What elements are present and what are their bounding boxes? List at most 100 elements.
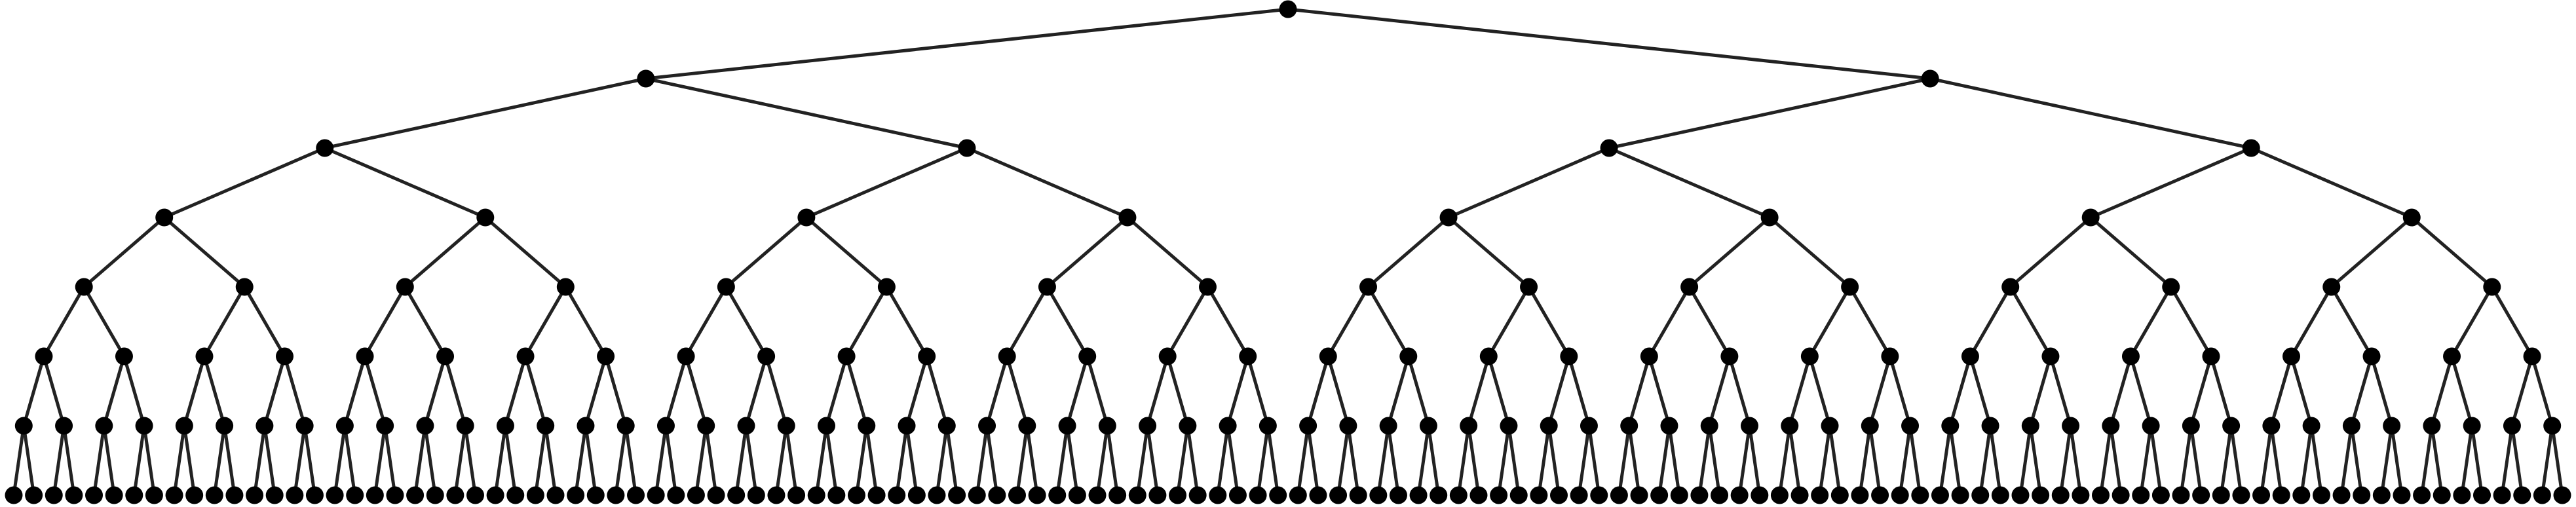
tree-edge <box>1898 425 1912 496</box>
tree-edge <box>404 286 447 358</box>
tree-leaf-node <box>1751 486 1769 504</box>
tree-leaf-node <box>546 486 565 504</box>
tree-edge <box>423 356 447 426</box>
tree-node <box>597 347 615 366</box>
tree-edge <box>945 425 959 496</box>
tree-edge <box>1728 356 1751 426</box>
tree-node <box>476 208 495 227</box>
tree-nodes <box>5 0 2571 504</box>
tree-edge <box>2510 356 2534 426</box>
tree-edge <box>1828 425 1842 496</box>
tree-node <box>1520 278 1538 296</box>
tree-node <box>1861 417 1879 435</box>
tree-edge <box>865 425 879 496</box>
tree-edge <box>1005 356 1029 426</box>
tree-edge <box>1407 356 1430 426</box>
tree-leaf-node <box>1711 486 1729 504</box>
tree-leaf-node <box>2072 486 2090 504</box>
tree-node <box>556 278 575 296</box>
tree-leaf-node <box>1228 486 1247 504</box>
tree-leaf-node <box>2312 486 2330 504</box>
tree-edge <box>1777 425 1792 496</box>
tree-leaf-node <box>246 486 264 504</box>
tree-edge <box>2450 286 2493 358</box>
tree-edge <box>825 425 839 496</box>
tree-edge <box>645 77 968 150</box>
tree-edge <box>2330 216 2413 288</box>
tree-leaf-node <box>125 486 143 504</box>
tree-node <box>1580 417 1598 435</box>
tree-node <box>1439 208 1458 227</box>
tree-node <box>1179 417 1197 435</box>
tree-node <box>777 417 795 435</box>
tree-leaf-node <box>2372 486 2391 504</box>
tree-leaf-node <box>2472 486 2491 504</box>
tree-edge <box>2460 425 2474 496</box>
tree-edge <box>22 425 36 496</box>
tree-leaf-node <box>707 486 725 504</box>
tree-node <box>436 347 455 366</box>
tree-edge <box>2129 356 2153 426</box>
tree-edge <box>1627 356 1651 426</box>
tree-leaf-node <box>1188 486 1207 504</box>
tree-leaf-node <box>1650 486 1669 504</box>
tree-edge <box>1467 356 1490 426</box>
tree-leaf-node <box>1369 486 1388 504</box>
tree-edge <box>2089 216 2172 288</box>
tree-leaf-node <box>286 486 304 504</box>
tree-edge <box>584 356 607 426</box>
tree-leaf-node <box>486 486 504 504</box>
tree-node <box>256 417 274 435</box>
tree-edge <box>83 216 166 288</box>
tree-leaf-node <box>446 486 464 504</box>
tree-edge <box>844 286 888 358</box>
tree-edge <box>814 425 828 496</box>
tree-leaf-node <box>1830 486 1849 504</box>
tree-leaf-node <box>2413 486 2431 504</box>
tree-leaf-node <box>2272 486 2290 504</box>
tree-edge <box>895 425 909 496</box>
tree-edge <box>523 286 567 358</box>
tree-edge <box>1327 286 1370 358</box>
tree-node <box>2041 347 2060 366</box>
tree-edge <box>1487 286 1530 358</box>
tree-node <box>1540 417 1558 435</box>
tree-node <box>175 417 193 435</box>
tree-leaf-node <box>787 486 806 504</box>
tree-edge <box>2009 216 2092 288</box>
tree-edge <box>1367 286 1410 358</box>
tree-node <box>958 139 976 157</box>
tree-node <box>95 417 113 435</box>
tree-node <box>1500 417 1518 435</box>
tree-leaf-node <box>2433 486 2451 504</box>
tree-edge <box>1176 425 1190 496</box>
tree-leaf-node <box>2252 486 2271 504</box>
tree-edge <box>1657 425 1671 496</box>
tree-edge <box>22 356 46 426</box>
tree-edge <box>885 286 928 358</box>
tree-edge <box>1537 425 1551 496</box>
tree-edge <box>614 425 628 496</box>
tree-leaf-node <box>1871 486 1889 504</box>
tree-edge <box>805 146 968 219</box>
tree-edge <box>293 425 307 496</box>
tree-edge <box>83 286 126 358</box>
tree-edge <box>343 356 367 426</box>
tree-edge <box>925 356 949 426</box>
tree-edge <box>404 216 487 288</box>
tree-edge <box>1808 286 1851 358</box>
tree-node <box>1901 417 1920 435</box>
tree-node <box>1821 417 1839 435</box>
tree-edge <box>1608 146 1771 219</box>
tree-node <box>2081 208 2100 227</box>
tree-edge <box>1165 356 1190 426</box>
tree-edge <box>1126 216 1209 288</box>
tree-leaf-node <box>1108 486 1127 504</box>
tree-leaf-node <box>265 486 284 504</box>
tree-leaf-node <box>847 486 865 504</box>
tree-leaf-node <box>426 486 444 504</box>
tree-node <box>1720 347 1739 366</box>
tree-node <box>2222 417 2241 435</box>
tree-edge <box>744 356 768 426</box>
